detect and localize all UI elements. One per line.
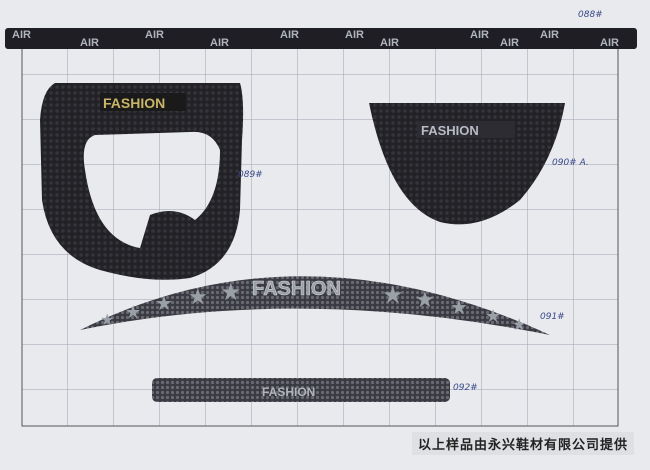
label-092: 092# (453, 383, 478, 393)
svg-text:AIR: AIR (470, 29, 489, 41)
svg-text:★: ★ (485, 306, 501, 326)
svg-text:FASHION: FASHION (262, 385, 315, 399)
svg-text:AIR: AIR (12, 29, 31, 41)
svg-text:FASHION: FASHION (421, 123, 479, 138)
svg-text:AIR: AIR (345, 29, 364, 41)
svg-text:★: ★ (450, 297, 468, 319)
label-089: 089# (238, 170, 263, 180)
svg-text:AIR: AIR (80, 37, 99, 49)
svg-text:AIR: AIR (145, 29, 164, 41)
svg-text:AIR: AIR (380, 37, 399, 49)
sample-092-fashion-strip: FASHION (152, 378, 450, 402)
sample-089-fashion-patch: FASHION (40, 83, 244, 280)
svg-text:★: ★ (415, 287, 435, 312)
label-091: 091# (540, 312, 565, 322)
svg-text:FASHION: FASHION (252, 278, 341, 300)
sample-090-fashion-patch: FASHION (369, 103, 565, 225)
svg-text:AIR: AIR (210, 37, 229, 49)
label-090: 090# A. (552, 158, 589, 168)
svg-text:AIR: AIR (540, 29, 559, 41)
svg-text:★: ★ (125, 302, 141, 322)
svg-text:AIR: AIR (500, 37, 519, 49)
svg-text:AIR: AIR (600, 37, 619, 49)
caption: 以上样品由永兴鞋材有限公司提供 (412, 432, 635, 455)
svg-text:★: ★ (220, 279, 242, 306)
svg-text:★: ★ (382, 282, 404, 309)
svg-text:AIR: AIR (280, 29, 299, 41)
sample-091-fashion-arc: FASHION ★ ★ ★ ★ ★ ★ ★ ★ ★ ★ (80, 276, 550, 335)
label-088: 088# (578, 10, 603, 20)
sample-088-air-strip: AIR AIR AIR AIR AIR AIR AIR AIR AIR AIR AIR (5, 28, 637, 49)
svg-text:★: ★ (512, 317, 526, 334)
svg-text:★: ★ (100, 312, 114, 329)
svg-text:FASHION: FASHION (103, 95, 165, 111)
svg-text:★: ★ (155, 293, 173, 315)
svg-text:★: ★ (188, 284, 208, 309)
